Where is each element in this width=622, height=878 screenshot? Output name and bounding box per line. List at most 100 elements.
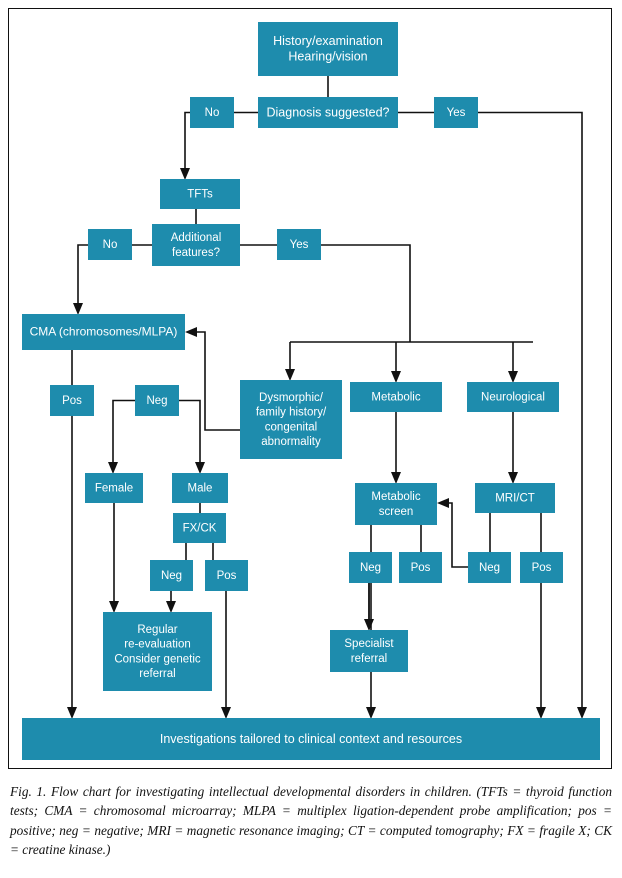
node-label-dysmorphic: congenital <box>265 421 317 433</box>
node-metabolic: Metabolic <box>350 382 442 412</box>
arrowhead-male <box>195 462 205 474</box>
node-box-cma <box>22 314 185 350</box>
node-label-dysmorphic: abnormality <box>261 436 321 448</box>
node-label-diagnosis_yes: Yes <box>447 107 466 119</box>
arrowhead-investigations-a <box>67 707 77 719</box>
node-label-female: Female <box>95 483 133 495</box>
arrowhead-investigations-d <box>536 707 546 719</box>
node-box-dysmorphic <box>240 380 342 459</box>
node-label-cma_neg: Neg <box>146 395 167 407</box>
node-box-diagnosis_no <box>190 97 234 128</box>
node-label-regular: re-evaluation <box>124 639 190 651</box>
node-label-ms_neg: Neg <box>360 562 381 574</box>
node-box-diagnosis_yes <box>434 97 478 128</box>
node-label-cma: CMA (chromosomes/MLPA) <box>30 325 178 339</box>
node-box-additional_no <box>88 229 132 260</box>
node-box-specialist <box>330 630 408 672</box>
arrowhead-neurological <box>508 371 518 383</box>
node-label-dysmorphic: Dysmorphic/ <box>259 392 324 404</box>
node-label-fxck_neg: Neg <box>161 570 182 582</box>
node-additional_no: No <box>88 229 132 260</box>
node-diagnosis_no: No <box>190 97 234 128</box>
arrowhead-tfts <box>180 168 190 180</box>
node-box-mrict <box>475 483 555 513</box>
flowchart-edges <box>67 76 587 719</box>
node-male: Male <box>172 473 228 503</box>
node-box-ms_neg <box>349 552 392 583</box>
node-box-metabolic <box>350 382 442 412</box>
node-fxck_pos: Pos <box>205 560 248 591</box>
node-fxck: FX/CK <box>173 513 226 543</box>
node-label-metabolic: Metabolic <box>371 392 420 404</box>
arrowhead-investigations-b <box>221 707 231 719</box>
node-label-cma_pos: Pos <box>62 395 82 407</box>
node-diagnosis_yes: Yes <box>434 97 478 128</box>
node-label-specialist: referral <box>351 653 387 665</box>
node-box-tfts <box>160 179 240 209</box>
node-cma_pos: Pos <box>50 385 94 416</box>
node-investigations: Investigations tailored to clinical cont… <box>22 718 600 760</box>
node-label-specialist: Specialist <box>344 638 394 650</box>
node-box-female <box>85 473 143 503</box>
node-label-regular: referral <box>139 668 175 680</box>
node-box-ms_pos <box>399 552 442 583</box>
arrowhead-screen-left <box>437 498 449 508</box>
arrowhead-cma-left <box>185 327 197 337</box>
node-box-neurological <box>467 382 559 412</box>
node-mrict: MRI/CT <box>475 483 555 513</box>
arrowhead-female <box>108 462 118 474</box>
figure-caption: Fig. 1. Flow chart for investigating int… <box>10 784 612 858</box>
arrowhead-investigations-far-right <box>577 707 587 719</box>
node-label-regular: Consider genetic <box>114 653 201 665</box>
edge-neg-to-male <box>179 399 201 466</box>
node-label-mri_neg: Neg <box>479 562 500 574</box>
arrowhead-metabolic <box>391 371 401 383</box>
arrowhead-mrict <box>508 472 518 484</box>
node-box-diagnosis <box>258 97 398 128</box>
arrowhead-regular-a <box>109 601 119 613</box>
node-dysmorphic: Dysmorphic/family history/congenitalabno… <box>240 380 342 459</box>
node-label-history: History/examination <box>273 34 383 48</box>
node-box-fxck_neg <box>150 560 193 591</box>
node-label-additional: features? <box>172 247 220 259</box>
arrowhead-metabolic-screen <box>391 472 401 484</box>
node-box-regular <box>103 612 212 691</box>
edge-no-to-cma <box>77 244 88 307</box>
node-label-mri_pos: Pos <box>532 562 552 574</box>
node-label-regular: Regular <box>137 624 177 636</box>
node-box-fxck_pos <box>205 560 248 591</box>
node-box-cma_pos <box>50 385 94 416</box>
node-label-additional_no: No <box>103 239 118 251</box>
node-box-male <box>172 473 228 503</box>
node-label-fxck_pos: Pos <box>217 570 237 582</box>
node-ms_neg: Neg <box>349 552 392 583</box>
node-cma: CMA (chromosomes/MLPA) <box>22 314 185 350</box>
node-female: Female <box>85 473 143 503</box>
node-cma_neg: Neg <box>135 385 179 416</box>
node-ms_pos: Pos <box>399 552 442 583</box>
node-additional_yes: Yes <box>277 229 321 260</box>
node-box-history <box>258 22 398 76</box>
node-box-cma_neg <box>135 385 179 416</box>
node-fxck_neg: Neg <box>150 560 193 591</box>
node-label-history: Hearing/vision <box>288 50 367 64</box>
arrowhead-dysmorphic <box>285 369 295 381</box>
node-label-diagnosis: Diagnosis suggested? <box>267 105 390 119</box>
node-box-fxck <box>173 513 226 543</box>
node-label-metabolic_screen: screen <box>379 506 414 518</box>
node-specialist: Specialist referral <box>330 630 408 672</box>
node-box-mri_pos <box>520 552 563 583</box>
node-label-mrict: MRI/CT <box>495 493 535 505</box>
edge-mri-neg-to-screen <box>445 502 468 568</box>
node-tfts: TFTs <box>160 179 240 209</box>
node-label-additional_yes: Yes <box>290 239 309 251</box>
node-label-male: Male <box>188 483 213 495</box>
node-label-ms_pos: Pos <box>411 562 431 574</box>
node-mri_neg: Neg <box>468 552 511 583</box>
node-box-mri_neg <box>468 552 511 583</box>
node-neurological: Neurological <box>467 382 559 412</box>
